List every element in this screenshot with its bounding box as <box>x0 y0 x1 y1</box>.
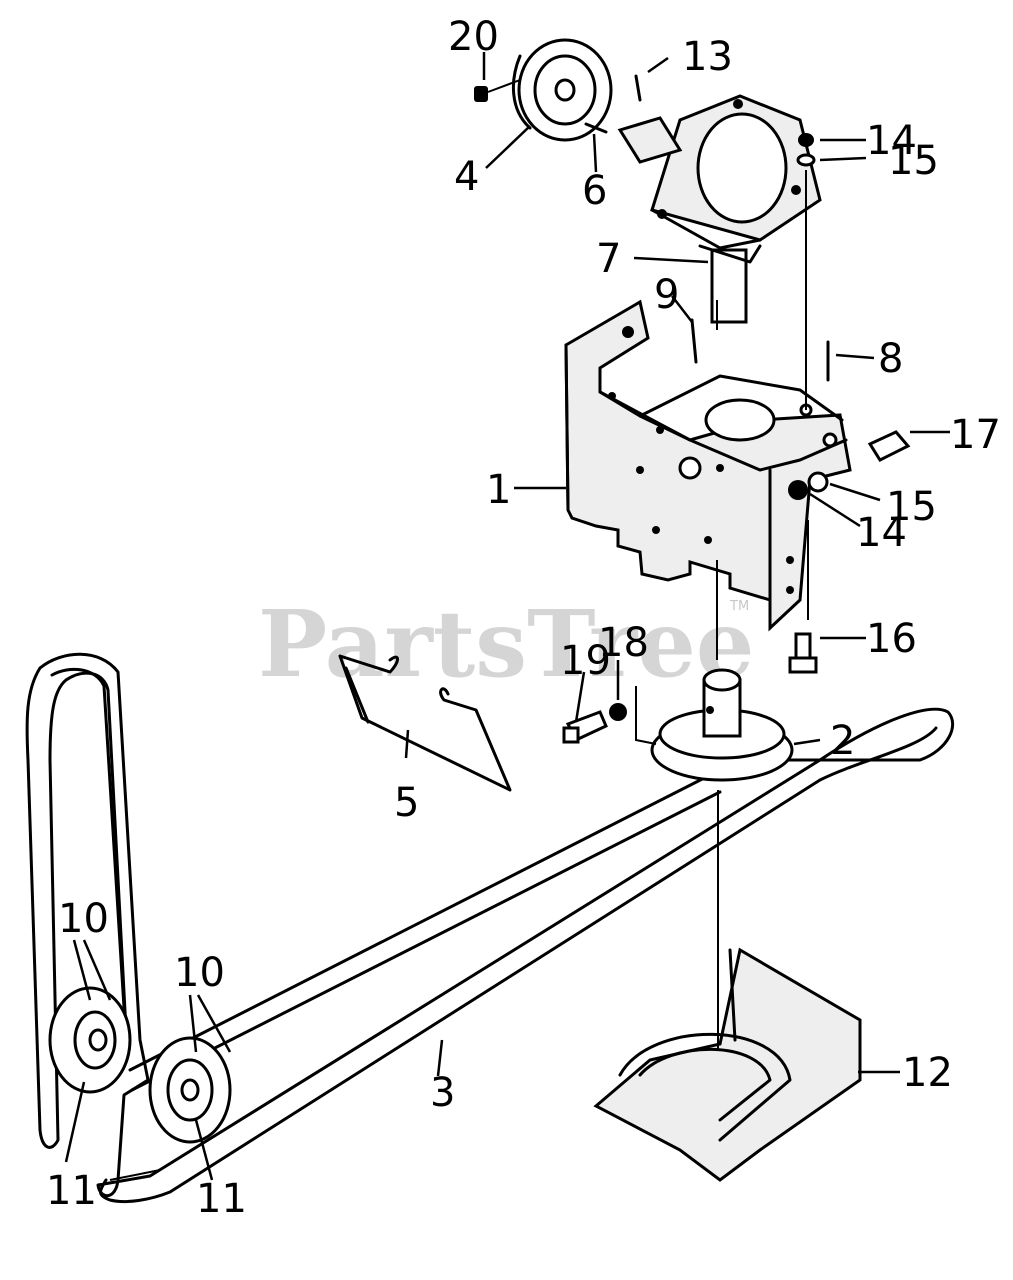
label-10-left: 10 <box>58 896 109 942</box>
label-16: 16 <box>866 616 917 662</box>
label-6: 6 <box>582 168 607 214</box>
label-14-top: 14 <box>866 118 917 164</box>
mounting-bracket <box>564 299 852 632</box>
callout-leaders <box>64 52 950 1181</box>
label-8: 8 <box>878 336 903 382</box>
lower-guard <box>593 947 862 1182</box>
drive-belt <box>25 652 955 1204</box>
label-2: 2 <box>830 718 855 764</box>
label-11-left: 11 <box>46 1168 97 1214</box>
center-lines <box>487 79 809 1050</box>
belt-guide <box>338 654 512 792</box>
label-14-side: 14 <box>856 510 907 556</box>
label-12: 12 <box>902 1050 953 1096</box>
label-5: 5 <box>394 780 419 826</box>
label-9: 9 <box>654 272 679 318</box>
label-3: 3 <box>430 1070 455 1116</box>
idler-pulley-right <box>148 1036 232 1144</box>
label-10-right: 10 <box>174 950 225 996</box>
label-20: 20 <box>448 14 499 60</box>
label-15-top: 15 <box>888 138 939 184</box>
label-19: 19 <box>560 638 611 684</box>
label-1: 1 <box>486 467 511 513</box>
gearbox <box>617 94 822 324</box>
part-labels: 20 13 14 15 4 6 7 9 8 17 1 15 14 16 19 1… <box>46 14 1001 1222</box>
hardware <box>474 74 911 744</box>
watermark: PartsTree <box>258 590 754 698</box>
label-11-right: 11 <box>196 1176 247 1222</box>
idler-pulley-left <box>48 986 132 1094</box>
label-15-side: 15 <box>886 484 937 530</box>
label-7: 7 <box>596 236 621 282</box>
watermark-trademark: TM <box>729 599 749 614</box>
label-4: 4 <box>454 154 479 200</box>
label-13: 13 <box>682 34 733 80</box>
drive-pulley <box>650 668 794 782</box>
label-17: 17 <box>950 412 1001 458</box>
upper-pulley <box>511 38 613 142</box>
label-18: 18 <box>598 620 649 666</box>
